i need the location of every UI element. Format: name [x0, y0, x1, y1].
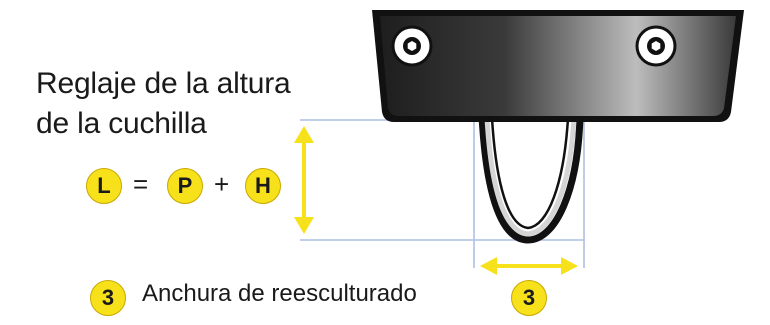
screw-left-icon	[391, 25, 433, 67]
blade-loop	[478, 112, 584, 244]
badge-l: L	[86, 168, 122, 204]
badge-h: H	[245, 168, 281, 204]
diagram-title: Reglaje de la altura de la cuchilla	[36, 64, 291, 144]
legend-badge-3: 3	[90, 280, 126, 316]
plus-sign: +	[214, 169, 230, 199]
blade-holder-plate	[372, 10, 744, 122]
height-arrow-icon	[294, 126, 314, 234]
legend-caption: Anchura de reesculturado	[142, 280, 417, 307]
title-line-1: Reglaje de la altura	[36, 67, 291, 100]
width-arrow-icon	[480, 257, 578, 275]
equals-sign: =	[133, 169, 149, 199]
width-badge-3: 3	[511, 280, 547, 316]
title-line-2: de la cuchilla	[36, 107, 207, 140]
badge-p: P	[167, 168, 203, 204]
screw-right-icon	[635, 25, 677, 67]
measurement-guide-lines	[300, 119, 585, 268]
